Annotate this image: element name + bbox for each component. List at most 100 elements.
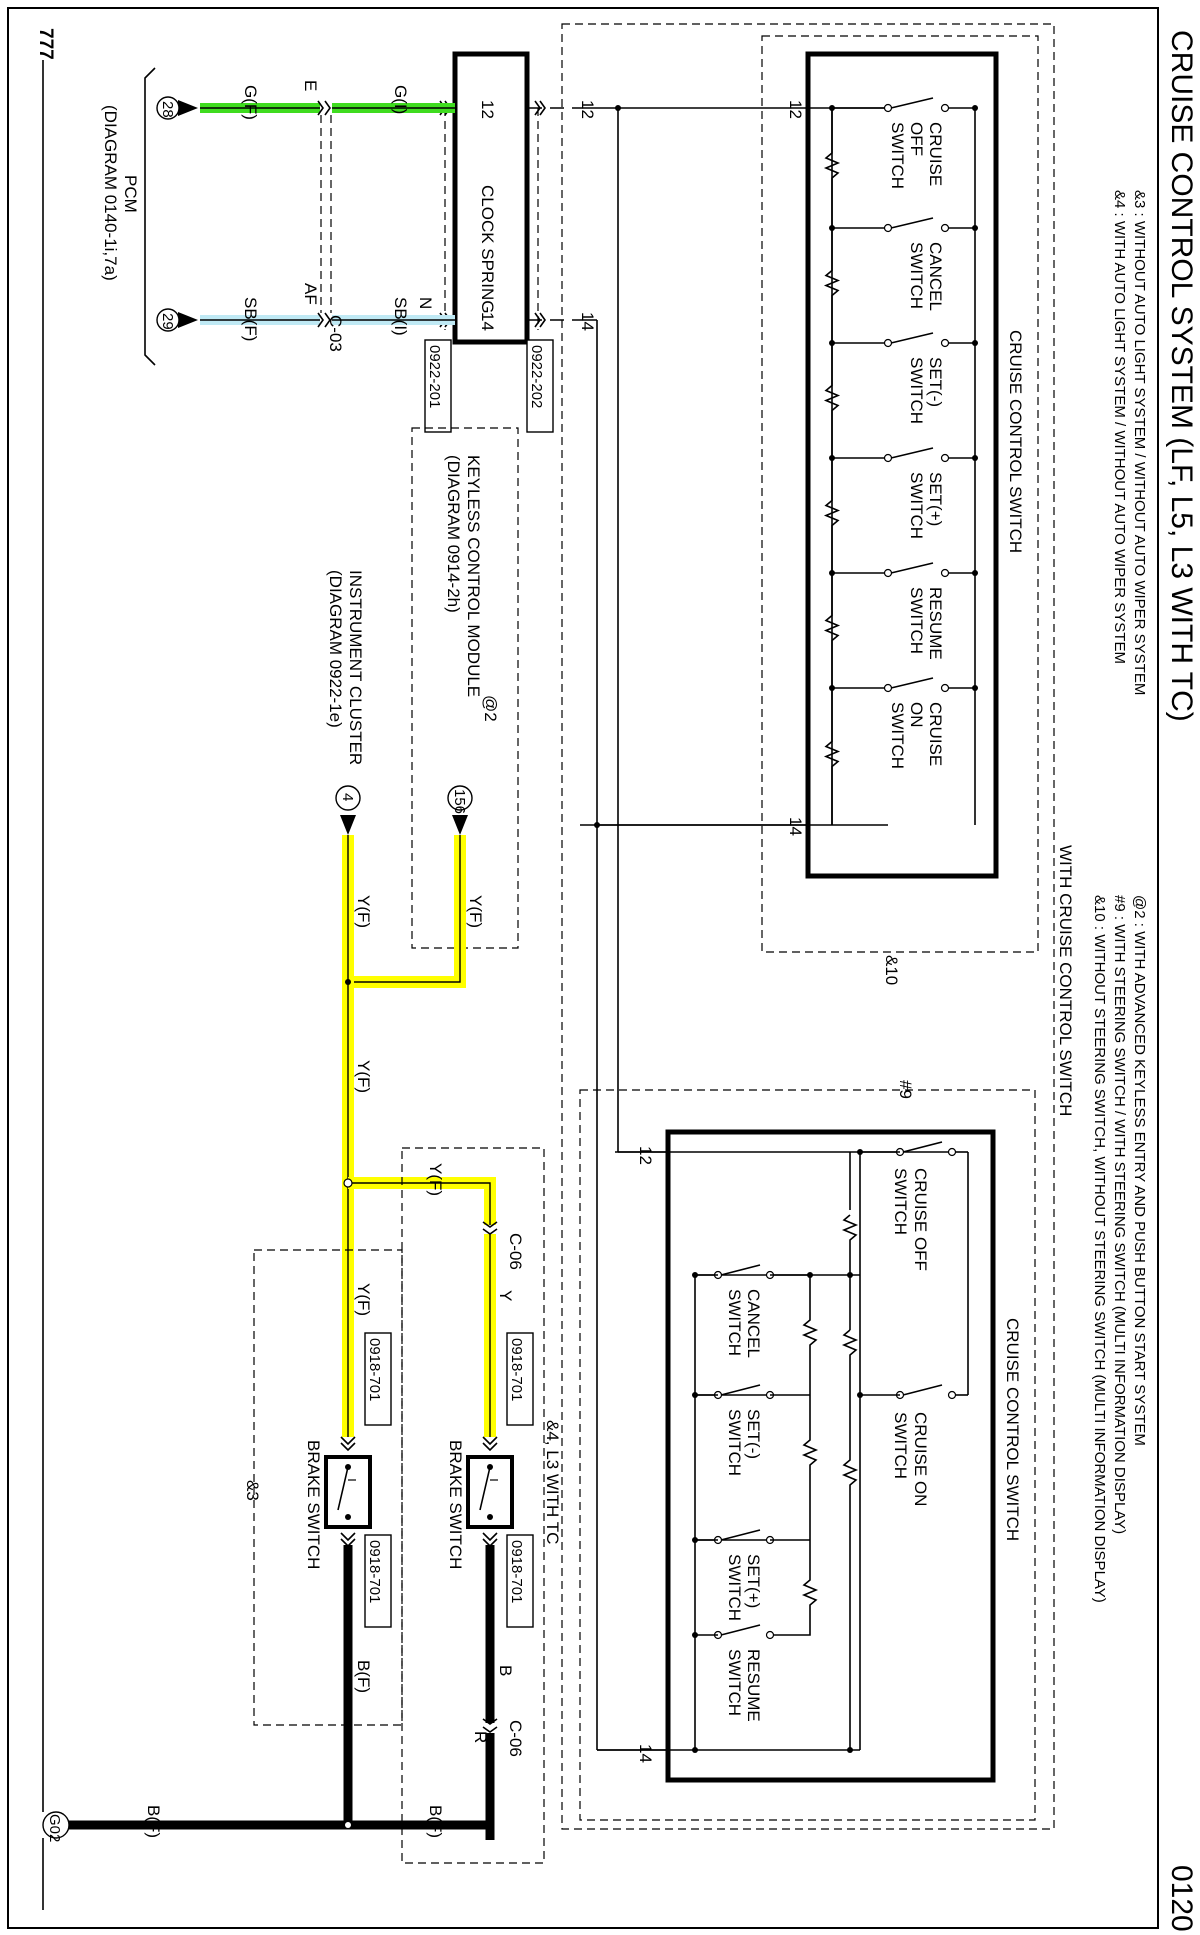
switch-b-pin-12: 12: [636, 1146, 655, 1165]
switch-a-label-line: CRUISE: [926, 122, 945, 186]
clock-spring-body: [452, 51, 530, 345]
switch-a-label-line: SWITCH: [907, 242, 926, 309]
pcm-pin-28-circle: [156, 96, 180, 120]
wire-g-f: G(F): [241, 85, 260, 120]
switch-a-contact-5: [823, 562, 978, 688]
cluster-wire-yf-1: Y(F): [354, 895, 373, 928]
switch-a-tag: &10: [882, 955, 901, 985]
pcm-bracket: [144, 67, 156, 366]
switch-b-label-line: SWITCH: [725, 1649, 744, 1716]
svg-text:CRUISE ON: CRUISE ON: [911, 1412, 930, 1506]
switch-b-cruise-on-label: CRUISE ON SWITCH: [891, 1412, 930, 1506]
switch-a-body: [805, 51, 999, 879]
switch-a-contact-3: [823, 332, 978, 458]
brake-b-group-box: [253, 1249, 403, 1726]
brake-a-wire-r: R: [471, 1731, 490, 1743]
ground-g02-circle: [42, 1811, 70, 1839]
brake-b-conn-out-box: [364, 1534, 392, 1628]
cluster-arrow: [340, 815, 356, 835]
brake-a-c06-bottom: C-06: [506, 1720, 525, 1757]
cluster-pin-4: 4: [339, 793, 356, 801]
brake-a-c06-top: C-06: [506, 1233, 525, 1270]
wire-sb-i: SB(I): [391, 297, 410, 336]
terminal-af: AF: [301, 283, 320, 305]
terminal-e: E: [301, 80, 320, 91]
switch-a-label-line: RESUME: [926, 587, 945, 660]
page-number: 0120: [1165, 1865, 1198, 1932]
switch-a-label-4: SET(+)SWITCH: [907, 472, 945, 539]
keyless-pin-156: 156: [451, 789, 468, 814]
wire-sb-f: SB(F): [241, 297, 260, 341]
switch-b-lower-label-2: SET(-)SWITCH: [725, 1409, 763, 1476]
switch-a-title: CRUISE CONTROL SWITCH: [1006, 330, 1025, 553]
keyless-pin-circle: [447, 785, 473, 811]
switch-a-contact-4: [823, 447, 978, 573]
switch-b-lower-contact-1: [713, 1264, 775, 1280]
switch-b-label-line: SWITCH: [725, 1409, 744, 1476]
cluster-wire-yf-2: Y(F): [354, 1060, 373, 1093]
switch-b-cruise-off-contact: [895, 1141, 957, 1157]
note-2: @2 : WITH ADVANCED KEYLESS ENTRY AND PUS…: [1131, 895, 1148, 1446]
switch-b-lower-contact-2: [713, 1384, 775, 1400]
svg-text:(DIAGRAM 0922-1e): (DIAGRAM 0922-1e): [326, 570, 345, 728]
switch-b-label-line: SWITCH: [725, 1554, 744, 1621]
with-cruise-group-box: [561, 23, 1055, 1830]
brake-a-conn-out-box: [506, 1534, 534, 1628]
switch-a-circuit: [580, 97, 978, 826]
switch-b-lower-contact-3: [713, 1529, 775, 1545]
terminal-n: N: [416, 297, 435, 309]
switch-a-label-line: SWITCH: [907, 472, 926, 539]
switch-a-contact-2: [823, 217, 978, 343]
switch-a-label-line: OFF: [907, 122, 926, 156]
notes-right: @2 : WITH ADVANCED KEYLESS ENTRY AND PUS…: [1091, 895, 1148, 1603]
switch-a-contact-1: [823, 97, 978, 228]
notes-left: &3 : WITHOUT AUTO LIGHT SYSTEM / WITHOUT…: [1111, 190, 1148, 695]
brake-a-conn-in: 0918-701: [508, 1338, 525, 1401]
note-3: &3 : WITHOUT AUTO LIGHT SYSTEM / WITHOUT…: [1131, 190, 1148, 695]
switch-a-label-line: SWITCH: [907, 587, 926, 654]
pcm-pin-28: 28: [159, 101, 176, 118]
svg-text:SWITCH: SWITCH: [891, 1412, 910, 1479]
svg-text:INSTRUMENT CLUSTER: INSTRUMENT CLUSTER: [346, 570, 365, 765]
switch-a-label-line: SET(+): [926, 472, 945, 526]
clock-spring-pin-14: 14: [478, 312, 497, 331]
switch-b-cruise-off-label: CRUISE OFF SWITCH: [891, 1168, 930, 1271]
brake-b-conn-in: 0918-701: [366, 1338, 383, 1401]
conn-0922-202: 0922-202: [528, 345, 545, 408]
svg-text:(DIAGRAM 0914-2h): (DIAGRAM 0914-2h): [444, 455, 463, 613]
note-9: #9 : WITH STEERING SWITCH / WITH STEERIN…: [1111, 895, 1128, 1534]
switch-b-label-line: SET(-): [744, 1409, 763, 1459]
brake-a-wire-bf: B(F): [426, 1805, 445, 1838]
page-frame: [7, 7, 1159, 1929]
page-title: CRUISE CONTROL SYSTEM (LF, L5, L3 WITH T…: [1165, 30, 1198, 722]
brake-b-switch: [324, 1436, 372, 1825]
brake-a-conn-out: 0918-701: [508, 1540, 525, 1603]
switch-b-label-line: SWITCH: [725, 1289, 744, 1356]
switch-a-pin-14: 14: [786, 817, 805, 836]
note-4: &4 : WITH AUTO LIGHT SYSTEM / WITHOUT AU…: [1111, 190, 1128, 664]
brake-a-label: BRAKE SWITCH: [446, 1440, 465, 1569]
net-wires: [528, 105, 808, 1751]
brake-b-conn-out: 0918-701: [366, 1540, 383, 1603]
net-14-label: 14: [578, 312, 597, 331]
switch-a-label-line: SWITCH: [888, 702, 907, 769]
connector-c-03: C-03: [326, 315, 345, 352]
switch-b-label-line: RESUME: [744, 1649, 763, 1722]
clock-spring-label: CLOCK SPRING: [478, 185, 497, 313]
title-block: CRUISE CONTROL SYSTEM (LF, L5, L3 WITH T…: [1165, 30, 1198, 1932]
brake-a-wire-b: B: [496, 1665, 515, 1676]
ground-g02: G02: [46, 1814, 63, 1842]
switch-b-group-box: [579, 1089, 1036, 1821]
pcm-label: PCM: [121, 175, 140, 213]
brake-a-tag: &4, L3 WITH TC: [543, 1420, 562, 1544]
switch-b-label-line: CANCEL: [744, 1289, 763, 1358]
pcm-diagram-ref: (DIAGRAM 0140-1i,7a): [101, 105, 120, 281]
conn-0922-201-box: [424, 339, 452, 433]
brake-b-conn-in-box: [364, 1332, 392, 1426]
switch-b-cruise-on-contact: [895, 1384, 957, 1400]
brake-a-switch: [466, 1436, 514, 1840]
